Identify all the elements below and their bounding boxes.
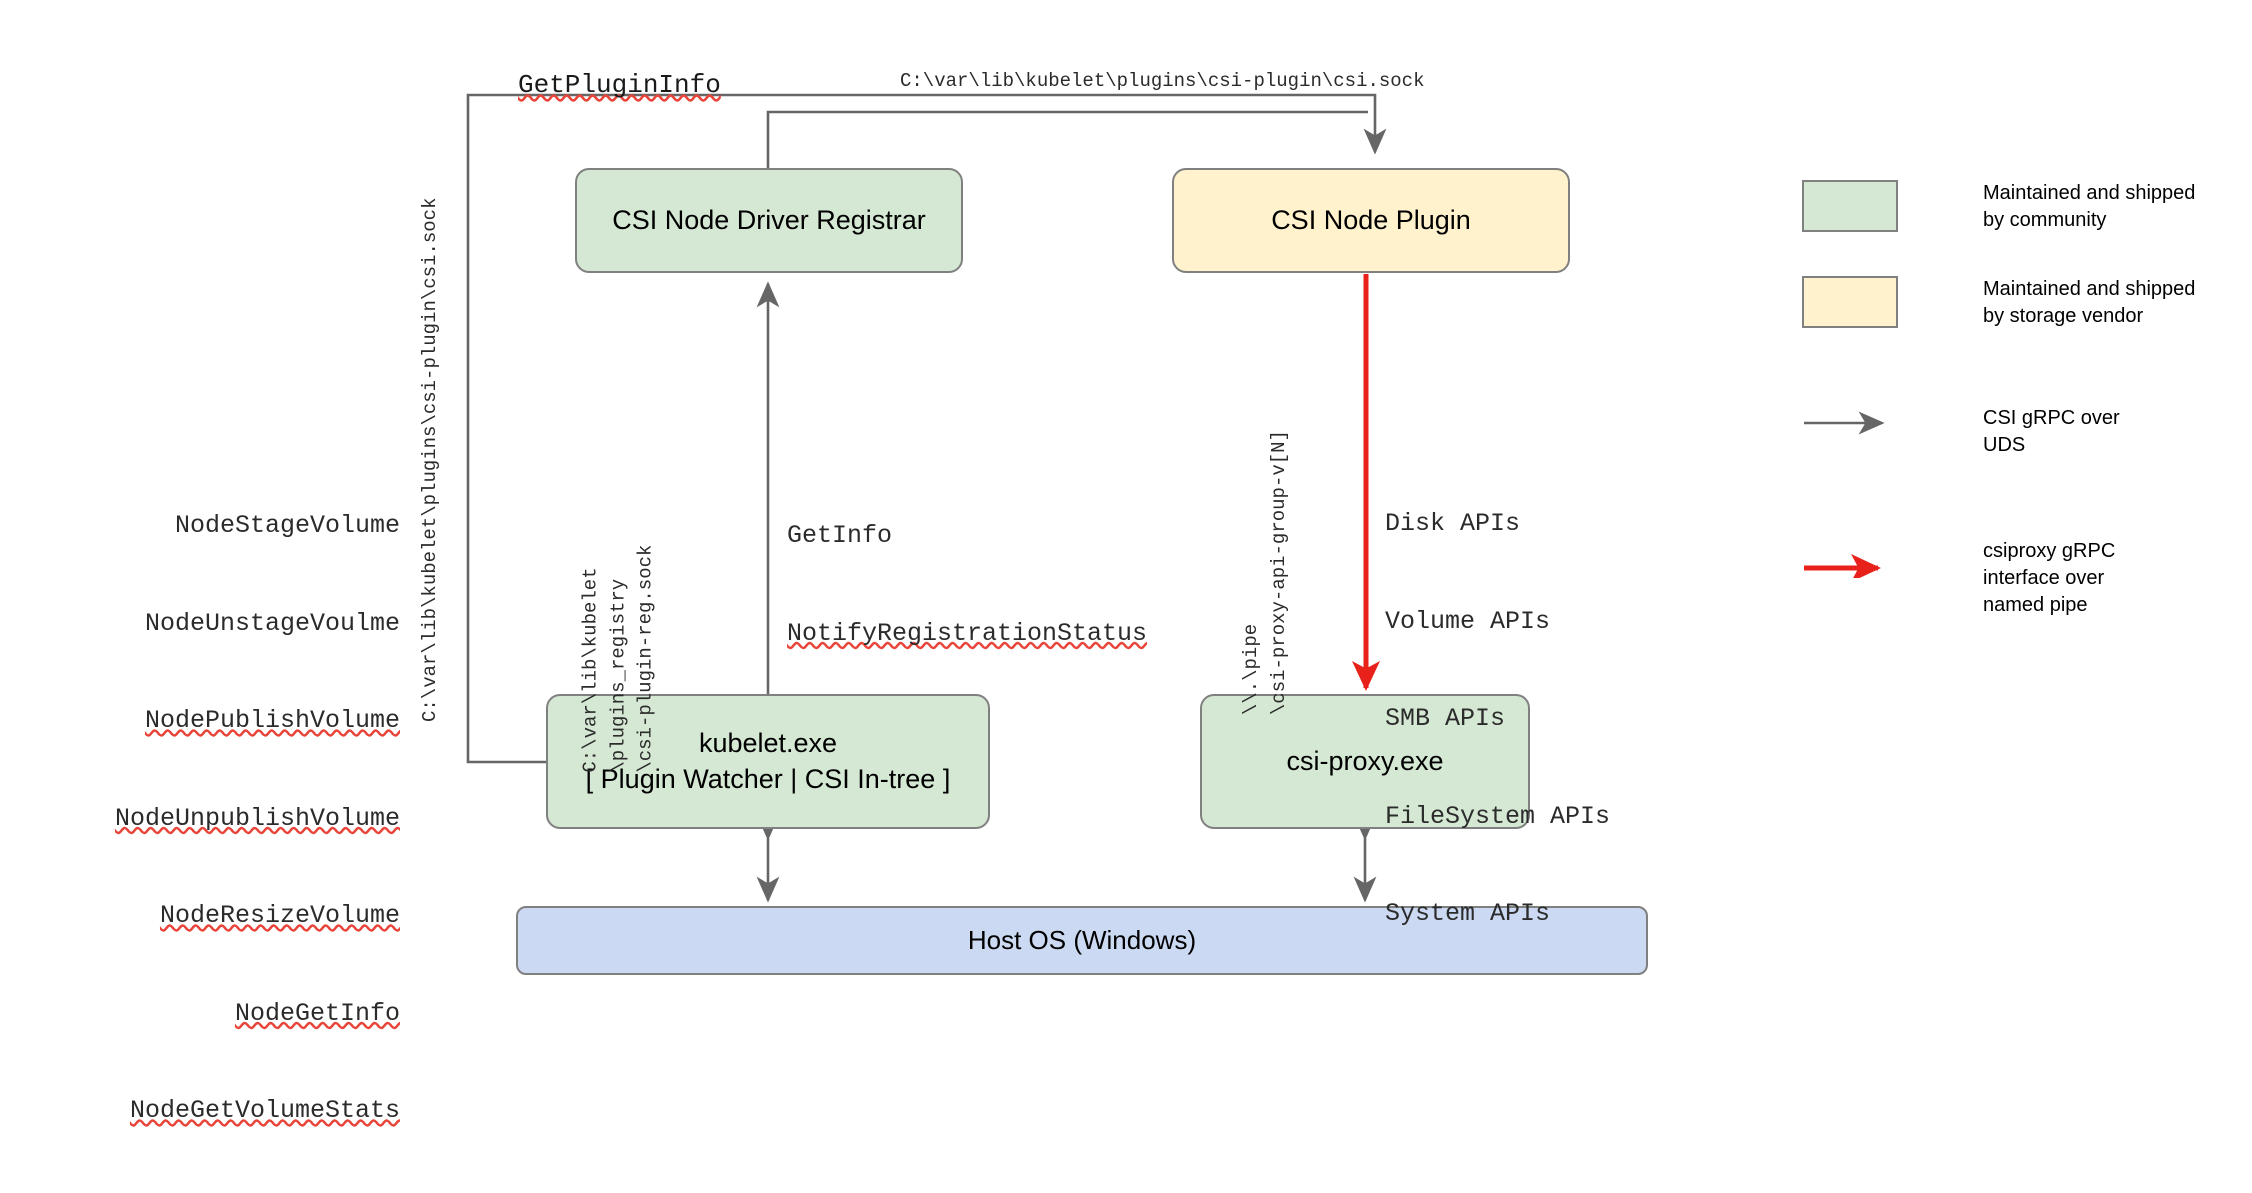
node-label-wrap: kubelet.exe [ Plugin Watcher | CSI In-tr… [586,726,951,796]
node-csi-proxy-exe[interactable]: csi-proxy.exe [1200,694,1530,829]
label-registration-calls: GetInfo NotifyRegistrationStatus [787,455,1147,715]
label-named-pipe-path: \\.\pipe \csi-proxy-api-group-v[N] [1239,430,1290,716]
label-csi-sock-path-left: C:\var\lib\kubelet\plugins\csi-plugin\cs… [419,197,441,723]
node-label: CSI Node Plugin [1271,204,1471,235]
api-item: NodeStageVolume [174,511,400,540]
label-csiproxy-apis: Disk APIs Volume APIs SMB APIs FileSyste… [1385,443,1610,996]
node-host-os[interactable]: Host OS (Windows) [516,906,1648,975]
legend-item-vendor: Maintained and shipped by storage vendor [1802,276,2195,330]
label-node-service-apis: NodeStageVolume NodeUnstageVoulme NodePu… [108,445,400,1193]
kubelet-line2: [ Plugin Watcher | CSI In-tree ] [585,763,951,794]
api-item: Volume APIs [1385,606,1551,636]
node-csi-node-plugin[interactable]: CSI Node Plugin [1172,168,1570,273]
legend-label: csiproxy gRPC interface over named pipe [1983,540,2116,616]
wire-registrar-to-plugin [766,110,1368,168]
api-item: FileSystem APIs [1385,801,1611,831]
node-label: Host OS (Windows) [967,924,1197,955]
legend-red-arrow-icon [1802,538,1898,582]
api-item: NodePublishVolume [144,706,400,735]
legend-label: Maintained and shipped by storage vendor [1983,278,2196,327]
kubelet-line1: kubelet.exe [698,728,838,759]
diagram-canvas: CSI Node Pod CSI Node Driver Registrar C… [115,70,2195,1125]
label-getinfo: GetInfo [787,521,893,550]
api-item: NodeResizeVolume [159,901,400,930]
api-item: NodeGetVolumeStats [129,1096,400,1125]
legend-swatch-yellow-icon [1802,276,1898,328]
api-item: System APIs [1385,899,1551,928]
label-get-plugin-info: GetPluginInfo [518,70,721,100]
api-item: NodeUnstageVoulme [144,608,400,638]
node-label: csi-proxy.exe [1286,745,1444,776]
node-label: CSI Node Driver Registrar [612,204,926,235]
label-plugin-registry-sock-path: C:\var\lib\kubelet \plugins_registry \cs… [579,544,657,773]
label-csi-sock-path-top: C:\var\lib\kubelet\plugins\csi-plugin\cs… [900,70,1425,92]
node-kubelet-exe[interactable]: kubelet.exe [ Plugin Watcher | CSI In-tr… [546,694,990,829]
legend-swatch-green-icon [1802,180,1898,232]
legend-gray-arrow-icon [1802,405,1898,445]
api-item: Disk APIs [1385,509,1521,538]
legend-item-community: Maintained and shipped by community [1802,180,2195,234]
api-item: SMB APIs [1385,704,1506,733]
legend-item-csiproxy: csiproxy gRPC interface over named pipe [1802,538,2115,619]
legend-label: CSI gRPC over UDS [1983,407,2120,456]
legend-label: Maintained and shipped by community [1983,182,2196,231]
api-item: NodeUnpublishVolume [114,803,400,833]
api-item: NodeGetInfo [234,998,400,1028]
node-csi-node-driver-registrar[interactable]: CSI Node Driver Registrar [575,168,963,273]
legend-item-csi-grpc: CSI gRPC over UDS [1802,405,2120,459]
label-notify-registration-status: NotifyRegistrationStatus [787,618,1148,648]
